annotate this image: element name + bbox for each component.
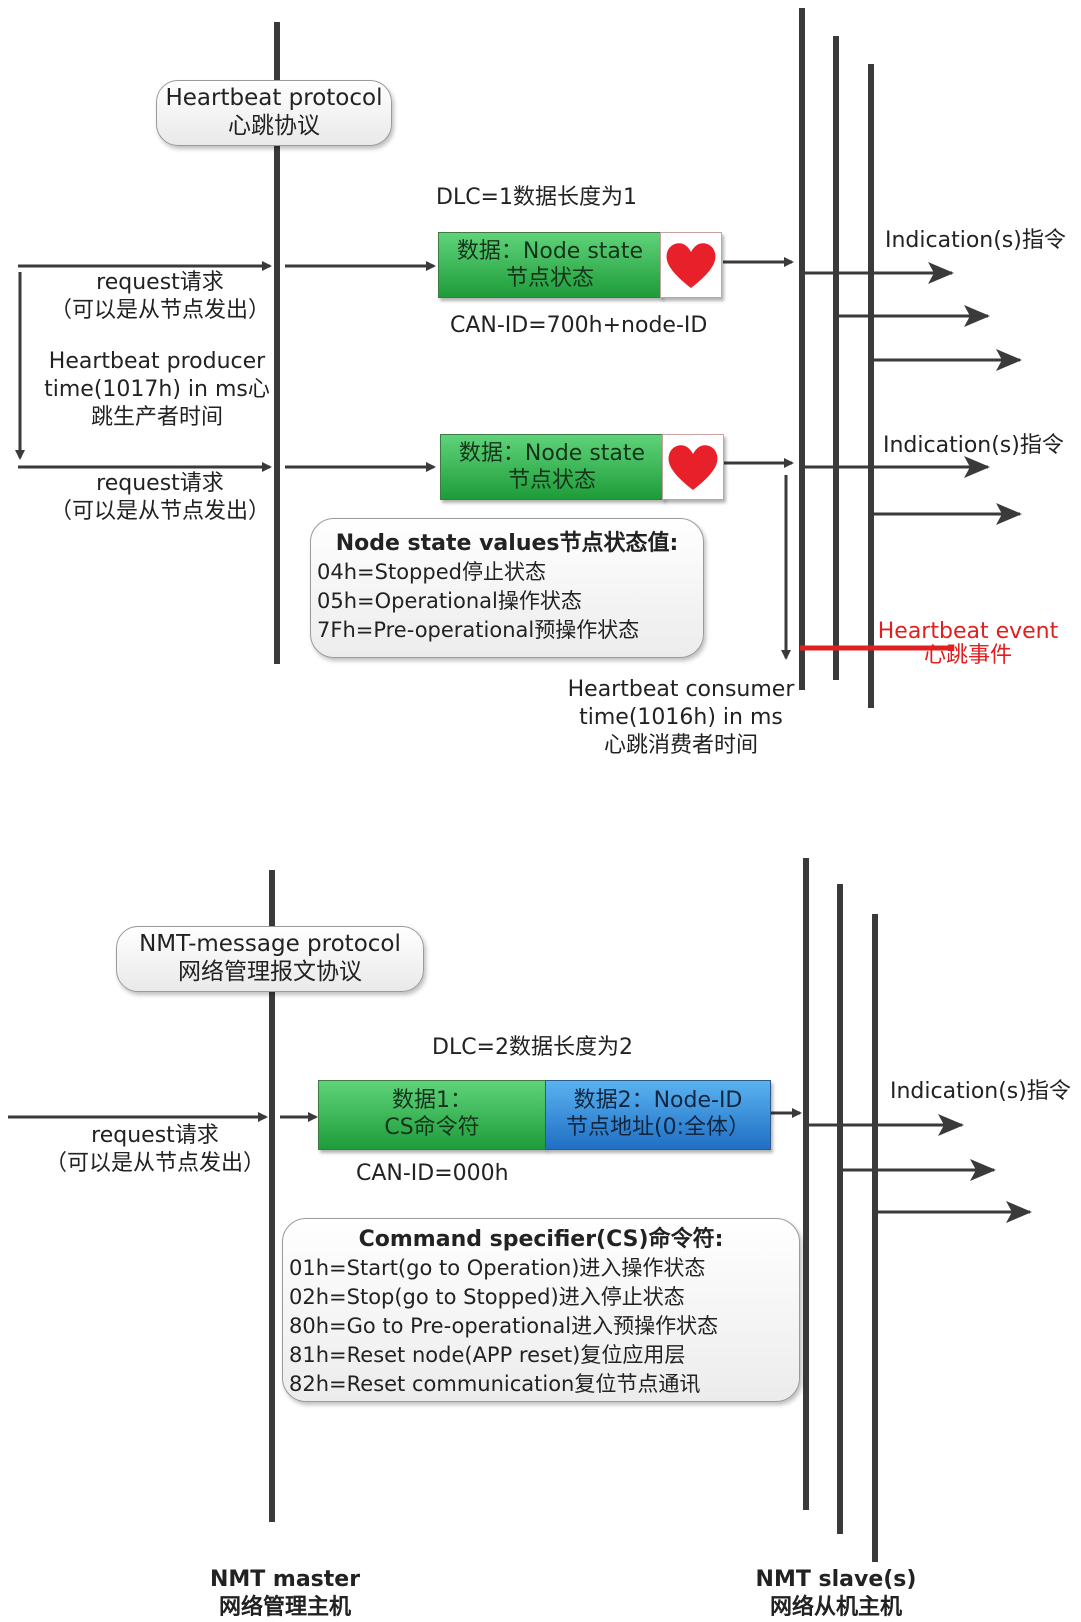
nmt-can-id: CAN-ID=000h (356, 1161, 509, 1186)
cs-value-1: 02h=Stop(go to Stopped)进入停止状态 (289, 1285, 685, 1309)
node-state-data-box-1: 数据：Node state 节点状态 (438, 232, 662, 298)
cs-value-2: 80h=Go to Pre-operational进入预操作状态 (289, 1314, 719, 1338)
consumer-time-line3: 心跳消费者时间 (603, 733, 758, 758)
request-text-1: request请求 (96, 270, 224, 295)
heartbeat-event-label: Heartbeat event 心跳事件 (868, 618, 1068, 670)
nmt-data2-line1: 数据2：Node-ID (573, 1088, 743, 1113)
heartbeat-event-en: Heartbeat event (877, 619, 1059, 644)
nmt-slave-en: NMT slave(s) (755, 1567, 917, 1592)
producer-time-line2: time(1017h) in ms心 (44, 377, 270, 402)
nmt-data1-line2: CS命令符 (384, 1115, 480, 1140)
nmt-slave-cn: 网络从机主机 (769, 1595, 902, 1620)
node-state-box-1-line2: 节点状态 (505, 266, 594, 291)
request-text-2: request请求 (96, 471, 224, 496)
nmt-slave-label: NMT slave(s) 网络从机主机 (726, 1566, 946, 1622)
indication-label-2: Indication(s)指令 (883, 433, 1064, 458)
state-value-1: 05h=Operational操作状态 (317, 589, 582, 613)
heart-icon (668, 445, 718, 490)
heart-box-1 (660, 232, 722, 298)
node-state-box-2-line1: 数据：Node state (458, 441, 646, 466)
consumer-time-label: Heartbeat consumer time(1016h) in ms 心跳消… (556, 676, 806, 760)
nmt-request-sub: （可以是从节点发出） (44, 1151, 265, 1176)
request-label-2: request请求 （可以是从节点发出） (40, 470, 280, 526)
request-sub-2: （可以是从节点发出） (49, 499, 270, 524)
node-state-box-1-line1: 数据：Node state (456, 239, 644, 264)
nmt-master-label: NMT master 网络管理主机 (180, 1566, 390, 1622)
heartbeat-protocol-title-en: Heartbeat protocol (165, 85, 383, 111)
state-value-2: 7Fh=Pre-operational预操作状态 (317, 618, 640, 642)
nmt-protocol-title-cn: 网络管理报文协议 (178, 959, 362, 985)
cs-value-4: 82h=Reset communication复位节点通讯 (289, 1372, 701, 1396)
producer-time-line1: Heartbeat producer (48, 349, 266, 374)
indication-label-1: Indication(s)指令 (885, 228, 1066, 253)
nmt-data1-line1: 数据1： (392, 1088, 472, 1113)
consumer-time-line2: time(1016h) in ms (579, 705, 783, 730)
nmt-master-en: NMT master (209, 1567, 361, 1592)
command-specifier-title: Command specifier(CS)命令符: (358, 1227, 724, 1252)
nmt-protocol-label: NMT-message protocol 网络管理报文协议 (116, 926, 424, 992)
request-sub-1: （可以是从节点发出） (49, 298, 270, 323)
node-state-values-box: Node state values节点状态值: 04h=Stopped停止状态 … (310, 518, 704, 658)
nmt-data2-line2: 节点地址(0:全体） (566, 1115, 750, 1140)
request-label-1: request请求 （可以是从节点发出） (40, 269, 280, 325)
node-state-data-box-2: 数据：Node state 节点状态 (440, 434, 664, 500)
node-state-box-2-line2: 节点状态 (507, 468, 596, 493)
heart-box-2 (662, 434, 724, 500)
nmt-data2-box: 数据2：Node-ID 节点地址(0:全体） (545, 1080, 771, 1150)
nmt-data1-box: 数据1： CS命令符 (318, 1080, 546, 1150)
cs-value-3: 81h=Reset node(APP reset)复位应用层 (289, 1343, 686, 1367)
cs-value-0: 01h=Start(go to Operation)进入操作状态 (289, 1256, 706, 1280)
heart-icon (666, 243, 716, 288)
state-value-0: 04h=Stopped停止状态 (317, 560, 546, 584)
producer-time-label: Heartbeat producer time(1017h) in ms心 跳生… (32, 348, 282, 432)
heartbeat-dlc-label: DLC=1数据长度为1 (436, 185, 637, 210)
heartbeat-protocol-label: Heartbeat protocol 心跳协议 (156, 80, 392, 146)
nmt-indication-label: Indication(s)指令 (890, 1079, 1071, 1104)
heartbeat-protocol-title-cn: 心跳协议 (228, 113, 320, 139)
nmt-dlc-label: DLC=2数据长度为2 (432, 1035, 633, 1060)
nmt-request-label: request请求 （可以是从节点发出） (30, 1122, 280, 1178)
nmt-request-text: request请求 (91, 1123, 219, 1148)
node-state-values-title: Node state values节点状态值: (335, 531, 679, 556)
nmt-protocol-title-en: NMT-message protocol (139, 931, 401, 957)
consumer-time-line1: Heartbeat consumer (567, 677, 795, 702)
command-specifier-box: Command specifier(CS)命令符: 01h=Start(go t… (282, 1218, 800, 1402)
heartbeat-can-id: CAN-ID=700h+node-ID (450, 313, 708, 338)
heartbeat-event-cn: 心跳事件 (923, 643, 1012, 668)
producer-time-line3: 跳生产者时间 (90, 405, 223, 430)
nmt-master-cn: 网络管理主机 (218, 1595, 351, 1620)
